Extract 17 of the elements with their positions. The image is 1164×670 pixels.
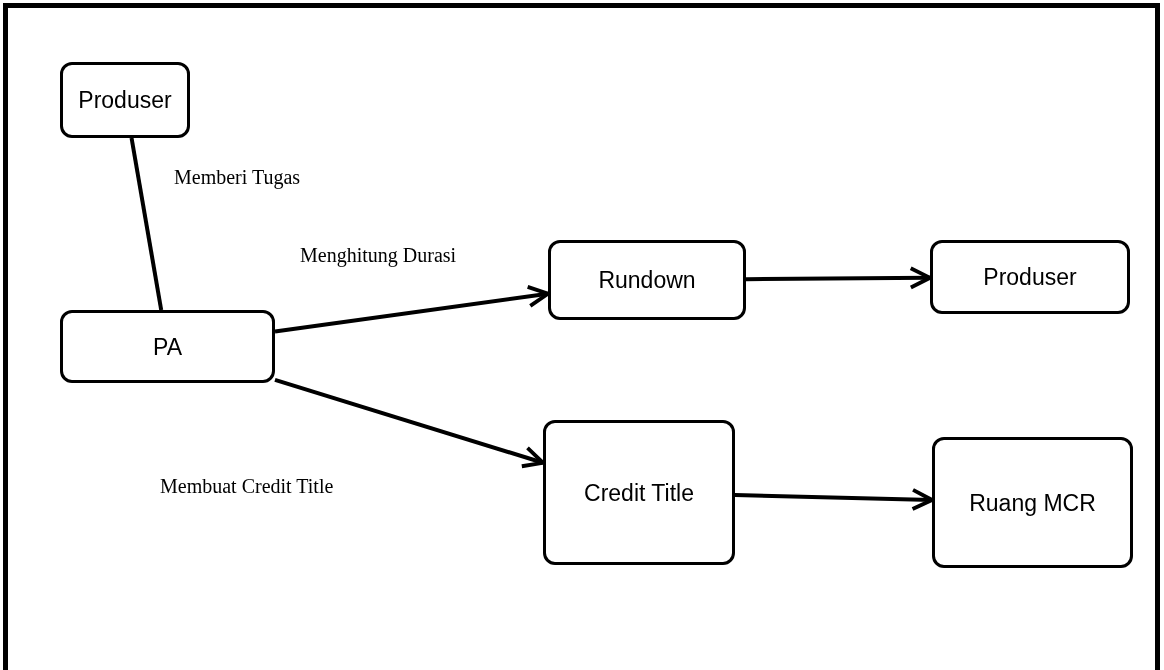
box-label: Credit Title xyxy=(584,478,694,508)
arrow xyxy=(274,377,545,469)
arrow xyxy=(746,266,932,290)
connector-line xyxy=(129,137,164,311)
arrow xyxy=(274,284,550,334)
box-label: Rundown xyxy=(598,266,696,295)
arrow xyxy=(734,487,934,511)
box-label: PA xyxy=(153,332,182,362)
process-box xyxy=(60,310,275,383)
box-label: Produser xyxy=(78,86,172,115)
process-box xyxy=(60,62,190,138)
box-label: Produser xyxy=(983,263,1077,292)
process-box xyxy=(930,240,1130,314)
process-box xyxy=(543,420,735,565)
process-box xyxy=(932,437,1133,568)
process-box xyxy=(548,240,746,320)
box-label: Ruang MCR xyxy=(969,488,1096,518)
